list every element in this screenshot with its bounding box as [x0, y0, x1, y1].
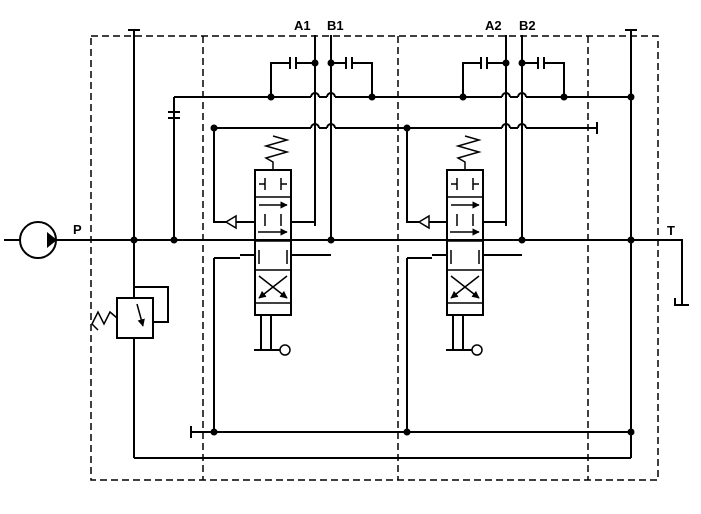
inlet-gallery [128, 29, 140, 240]
section-1 [213, 35, 373, 432]
bypass-line [168, 97, 180, 240]
port-a1-label: A1 [294, 18, 311, 33]
port-b2-label: B2 [519, 18, 536, 33]
drain-line [190, 426, 631, 438]
section-2 [406, 35, 565, 432]
valve-block-outline [90, 35, 659, 481]
pump-icon [4, 221, 91, 259]
pressure-port-label: P [73, 222, 82, 237]
relief-valve-icon [91, 240, 631, 459]
tank-port-label: T [667, 223, 675, 238]
port-a2-label: A2 [485, 18, 502, 33]
tank-line [625, 29, 689, 458]
junction-dots [130, 59, 635, 436]
port-b1-label: B1 [327, 18, 344, 33]
